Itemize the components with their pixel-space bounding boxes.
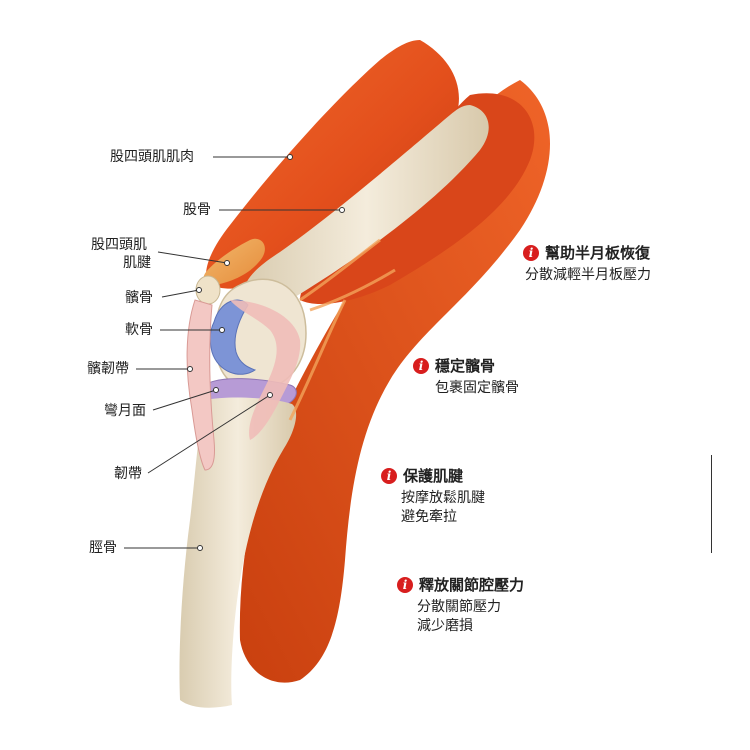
benefit-meniscus-recovery: i 幫助半月板恢復 分散減輕半月板壓力 <box>523 242 651 285</box>
benefit-desc-line: 分散減輕半月板壓力 <box>525 267 651 283</box>
label-quadriceps-muscle: 股四頭肌肌肉 <box>110 149 194 165</box>
benefit-desc-line: 避免牽拉 <box>401 509 457 525</box>
femur-bone <box>244 105 489 309</box>
quadriceps-muscle <box>206 40 459 289</box>
label-femur: 股骨 <box>183 202 211 218</box>
label-quadriceps-tendon-line2: 肌腱 <box>123 255 151 271</box>
benefit-title: 保護肌腱 <box>403 467 464 485</box>
benefit-desc-line: 分散關節壓力 <box>417 599 501 615</box>
benefit-release-joint-pressure: i 釋放關節腔壓力 分散關節壓力 減少磨損 <box>397 574 524 636</box>
benefit-stabilize-patella: i 穩定髕骨 包裹固定髕骨 <box>413 355 519 398</box>
info-icon: i <box>397 576 413 593</box>
benefit-protect-tendon: i 保護肌腱 按摩放鬆肌腱 避免牽拉 <box>381 465 485 527</box>
benefit-title: 穩定髕骨 <box>435 357 496 375</box>
benefit-title: 幫助半月板恢復 <box>545 244 651 262</box>
quadriceps-tendon <box>203 238 265 286</box>
label-quadriceps-tendon-line1: 股四頭肌 <box>91 237 147 253</box>
benefit-desc-line: 減少磨損 <box>417 618 473 634</box>
benefit-desc-line: 包裹固定髕骨 <box>435 380 519 396</box>
divider-line <box>711 455 712 553</box>
info-icon: i <box>523 244 539 261</box>
label-ligament: 韌帶 <box>114 466 142 482</box>
label-cartilage: 軟骨 <box>125 322 153 338</box>
label-patellar-ligament: 髕韌帶 <box>87 361 129 377</box>
patellar-ligament <box>186 299 215 471</box>
benefit-desc-line: 按摩放鬆肌腱 <box>401 490 485 506</box>
collateral-ligament <box>230 300 301 440</box>
info-icon: i <box>381 467 397 484</box>
posterior-muscle <box>239 80 550 683</box>
info-icon: i <box>413 357 429 374</box>
label-patella: 髕骨 <box>125 290 153 306</box>
label-tibia: 脛骨 <box>89 540 117 556</box>
tibia-bone <box>179 397 297 708</box>
benefit-title: 釋放關節腔壓力 <box>419 576 525 594</box>
label-meniscus: 彎月面 <box>104 403 146 419</box>
